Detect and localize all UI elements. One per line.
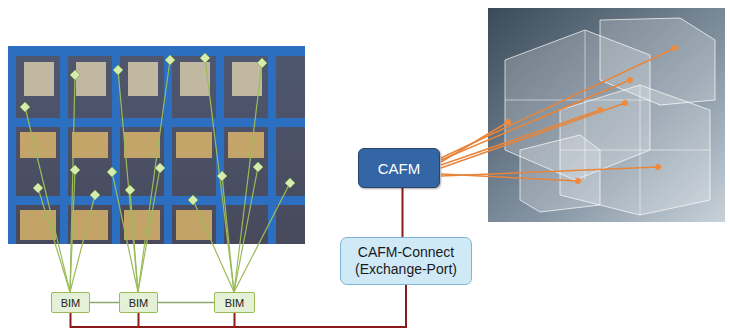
bim-box: BIM (119, 292, 158, 313)
link-line (90, 302, 119, 304)
model-links (441, 48, 675, 181)
sensor-diamonds (20, 53, 295, 205)
node-label: BIM (129, 297, 149, 309)
bus-line (139, 285, 407, 327)
link-line (158, 302, 214, 304)
system-box: CAFM (358, 148, 440, 188)
node-label: CAFM (378, 160, 421, 177)
building-render (488, 8, 725, 222)
exchange-port-box: CAFM-Connect (Exchange-Port) (340, 237, 472, 285)
node-label: CAFM-Connect (Exchange-Port) (349, 244, 463, 278)
bim-box: BIM (51, 292, 90, 313)
bus-line (402, 188, 404, 237)
node-label: BIM (225, 297, 245, 309)
node-label: BIM (61, 297, 81, 309)
model-points (505, 45, 678, 184)
bus-line (71, 285, 407, 327)
leader-lines (25, 58, 290, 292)
bim-box: BIM (214, 292, 255, 313)
bus-line (235, 285, 407, 327)
